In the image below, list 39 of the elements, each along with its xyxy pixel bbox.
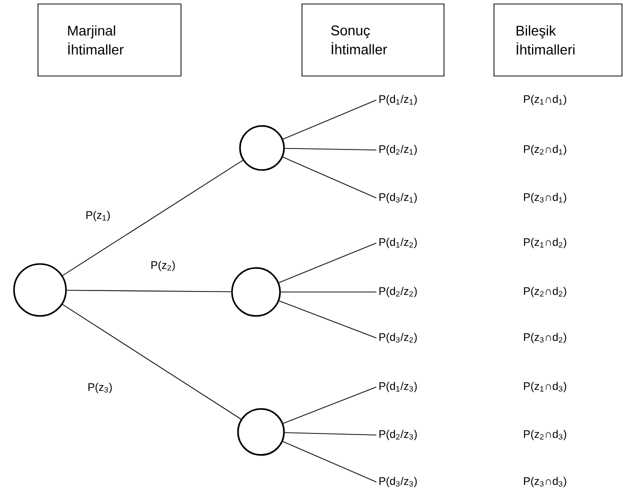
branch-line <box>278 242 377 284</box>
branch-line <box>62 304 242 420</box>
joint-probability: P(z$_{3}$∩d$_{3}$) <box>524 476 566 488</box>
conditional-probability: P(d$_{1}$/z$_{3}$) <box>379 382 417 392</box>
conditional-probability: P(d$_{2}$/z$_{1}$) <box>379 144 417 156</box>
header-box: Sonuç İhtimaller <box>302 4 444 76</box>
branch-line <box>282 386 377 424</box>
chance-node-circle <box>13 263 67 317</box>
branch-line <box>282 100 377 140</box>
conditional-probability: P(d$_{1}$/z$_{2}$) <box>379 238 417 248</box>
edge-label: P(z$_{1}$) <box>84 210 112 222</box>
joint-probability: P(z$_{1}$∩d$_{1}$) <box>524 94 566 106</box>
conditional-probability: P(d$_{2}$/z$_{2}$) <box>379 286 417 298</box>
joint-probability: P(z$_{2}$∩d$_{3}$) <box>524 430 566 440</box>
branch-line <box>284 148 377 150</box>
branch-line <box>284 432 377 436</box>
branch-line <box>282 441 377 482</box>
conditional-probability: P(d$_{3}$/z$_{1}$) <box>379 192 417 204</box>
joint-probability: P(z$_{2}$∩d$_{1}$) <box>524 144 566 156</box>
branch-line <box>282 156 377 198</box>
edge-label: P(z$_{2}$) <box>150 260 176 272</box>
header-box: Bileşik İhtimalleri <box>494 4 622 76</box>
conditional-probability: P(d$_{2}$/z$_{3}$) <box>379 430 417 440</box>
chance-node-circle <box>231 267 281 317</box>
joint-probability: P(z$_{2}$∩d$_{2}$) <box>524 286 566 298</box>
edge-label: P(z$_{3}$) <box>86 382 114 394</box>
joint-probability: P(z$_{3}$∩d$_{1}$) <box>524 192 566 204</box>
header-box: Marjinal İhtimaller <box>38 4 182 76</box>
joint-probability: P(z$_{3}$∩d$_{2}$) <box>524 332 566 344</box>
chance-node-circle <box>239 125 285 171</box>
conditional-probability: P(d$_{3}$/z$_{2}$) <box>379 332 417 344</box>
conditional-probability: P(d$_{3}$/z$_{3}$) <box>379 476 417 488</box>
joint-probability: P(z$_{1}$∩d$_{3}$) <box>524 382 566 392</box>
branch-line <box>278 300 377 338</box>
branch-line <box>66 290 232 292</box>
branch-line <box>62 160 244 276</box>
chance-node-circle <box>237 408 285 456</box>
joint-probability: P(z$_{1}$∩d$_{2}$) <box>524 238 566 248</box>
conditional-probability: P(d$_{1}$/z$_{1}$) <box>379 94 417 106</box>
